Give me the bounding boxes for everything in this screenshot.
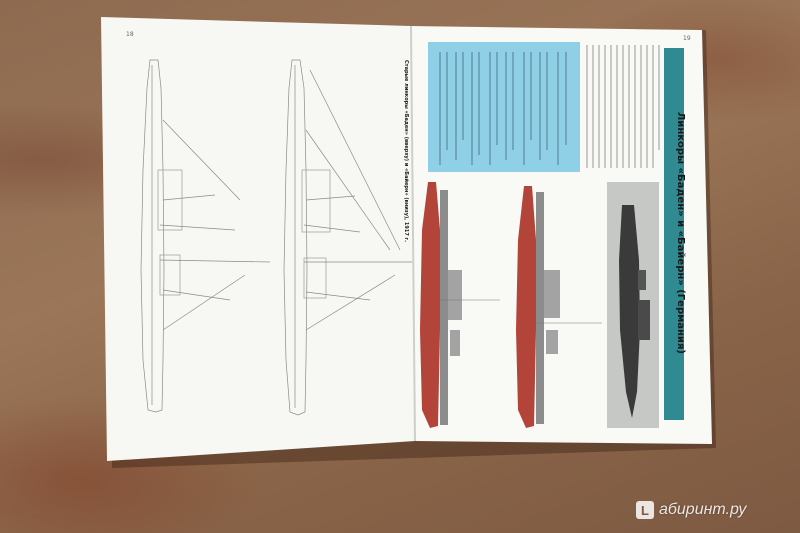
- photo-superstructure: [638, 300, 650, 340]
- right-page-number: 19: [683, 35, 691, 42]
- ship-drawing-bayern: [283, 59, 412, 416]
- left-page-number: 18: [126, 31, 134, 38]
- ship-color-profile-2: [516, 186, 602, 428]
- labirint-watermark: L абиринт.ру: [636, 497, 786, 523]
- spec-lines: [439, 52, 567, 165]
- booklet-spine: [410, 25, 416, 442]
- title-band-text: Линкоры «Баден» и «Байерн» (Германия): [675, 112, 686, 354]
- article-text-block: [586, 45, 660, 168]
- drawing-caption: Старые линкоры «Баден» (вверху) и «Байер…: [403, 60, 410, 242]
- photo-funnel: [638, 270, 646, 290]
- spec-box: [428, 42, 580, 172]
- labirint-logo-icon: L: [636, 501, 654, 519]
- left-page: [101, 17, 415, 461]
- ship-color-profile-1: [420, 182, 500, 428]
- watermark-text: абиринт.ру: [659, 501, 747, 518]
- title-band: [664, 48, 684, 420]
- photo-ship-silhouette: [619, 205, 640, 418]
- ship-drawing-baden: [140, 59, 271, 413]
